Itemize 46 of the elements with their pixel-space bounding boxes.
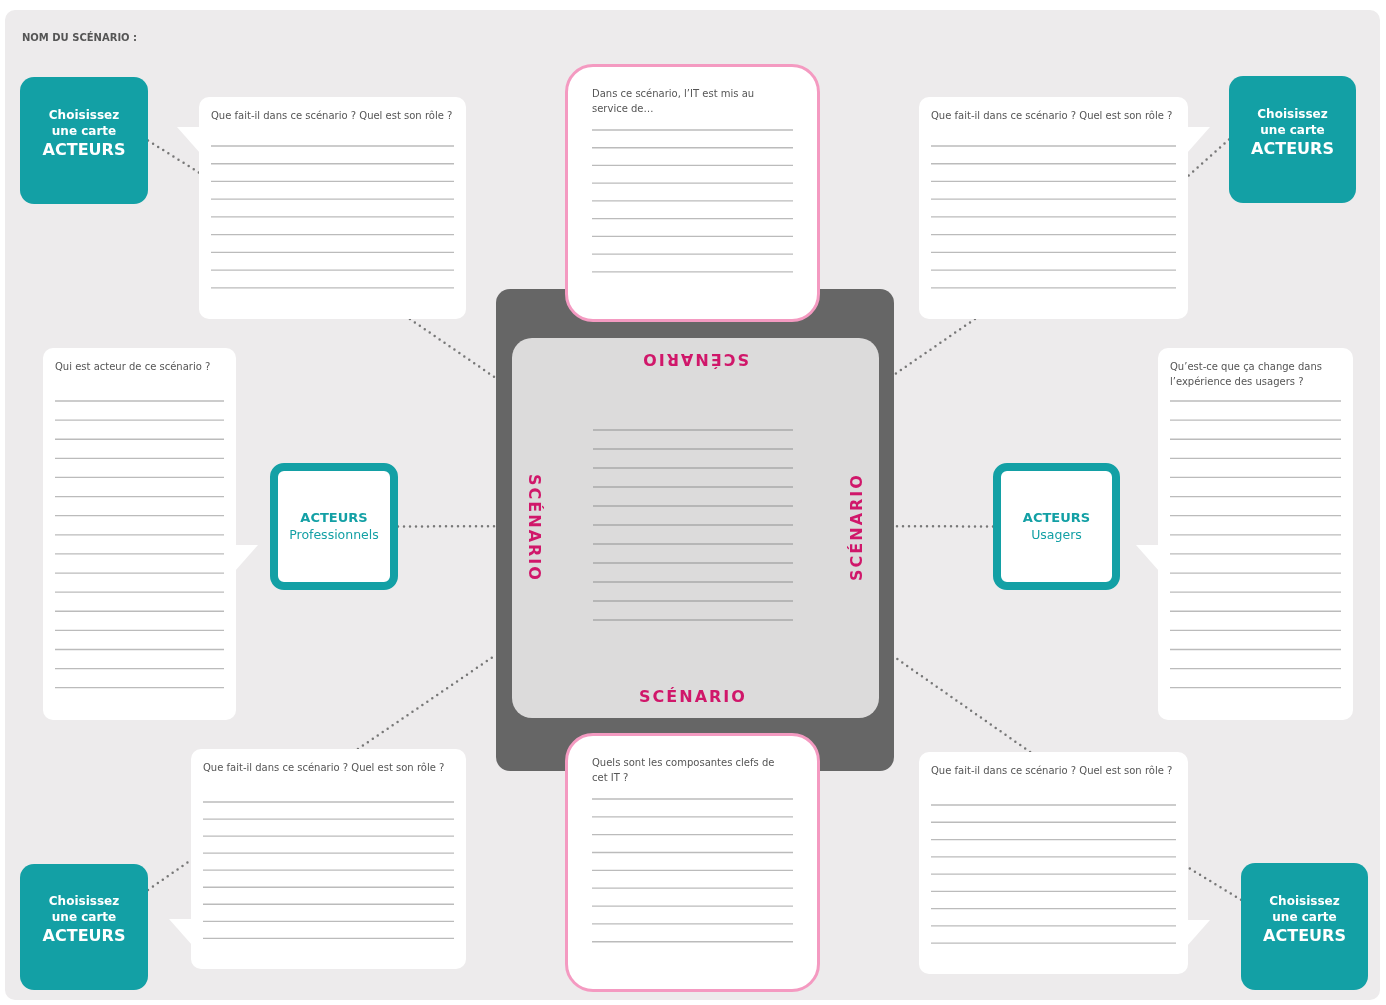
actor-card [270,463,398,590]
card-title: ACTEURS [41,138,127,161]
speech-bubble [1158,348,1353,720]
question-text: Que fait-il dans ce scénario ? Quel est son rôle ? [203,761,446,775]
speech-bubble [199,97,466,319]
question-text: Que fait-il dans ce scénario ? Quel est son rôle ? [931,764,1174,778]
question-card [565,733,820,992]
card-subtitle: Choisissez une carte [1268,892,1341,925]
scenario-name-label: NOM DU SCÉNARIO : [22,32,138,43]
dotted-connector [408,317,498,380]
card-subtitle: Usagers [1031,526,1082,544]
actor-card [993,463,1120,590]
card-subtitle: Choisissez une carte [1256,105,1329,138]
question-text: Dans ce scénario, l’IT est mis au service de… [592,87,756,116]
question-text: Quels sont les composantes clefs de cet IT ? [592,756,776,785]
card-title: ACTEURS [300,509,368,527]
question-text: Que fait-il dans ce scénario ? Quel est son rôle ? [211,109,454,123]
card-title: ACTEURS [1022,509,1091,527]
dotted-connector [892,317,977,377]
question-text: Qu’est-ce que ça change dans l’expérience des usagers ? [1170,360,1323,389]
actor-card [20,864,148,990]
speech-bubble [191,749,466,969]
speech-bubble [919,97,1188,319]
card-subtitle: Professionnels [289,526,379,544]
scenario-label: SCÉNARIO [524,474,544,582]
dotted-connector [1186,866,1243,902]
speech-bubble [919,752,1188,974]
scenario-label: SCÉNARIO [639,686,747,706]
dotted-connector [146,139,201,174]
actor-card [20,77,148,204]
card-title: ACTEURS [41,925,127,947]
card-subtitle: Choisissez une carte [47,893,121,926]
card-title: ACTEURS [1250,137,1335,160]
card-subtitle: Choisissez une carte [47,106,121,139]
card-title: ACTEURS [1262,924,1347,947]
question-text: Qui est acteur de ce scénario ? [55,360,212,374]
scenario-label: SCÉNARIO [641,349,749,369]
question-card [565,64,820,322]
scenario-panel [512,338,879,718]
actor-card [1229,76,1356,203]
scenario-label: SCÉNARIO [846,473,866,581]
dotted-connector [1186,138,1231,178]
dotted-connector [396,524,498,528]
actor-card [1241,863,1368,990]
question-text: Que fait-il dans ce scénario ? Quel est son rôle ? [931,109,1174,123]
speech-bubble [43,348,236,720]
